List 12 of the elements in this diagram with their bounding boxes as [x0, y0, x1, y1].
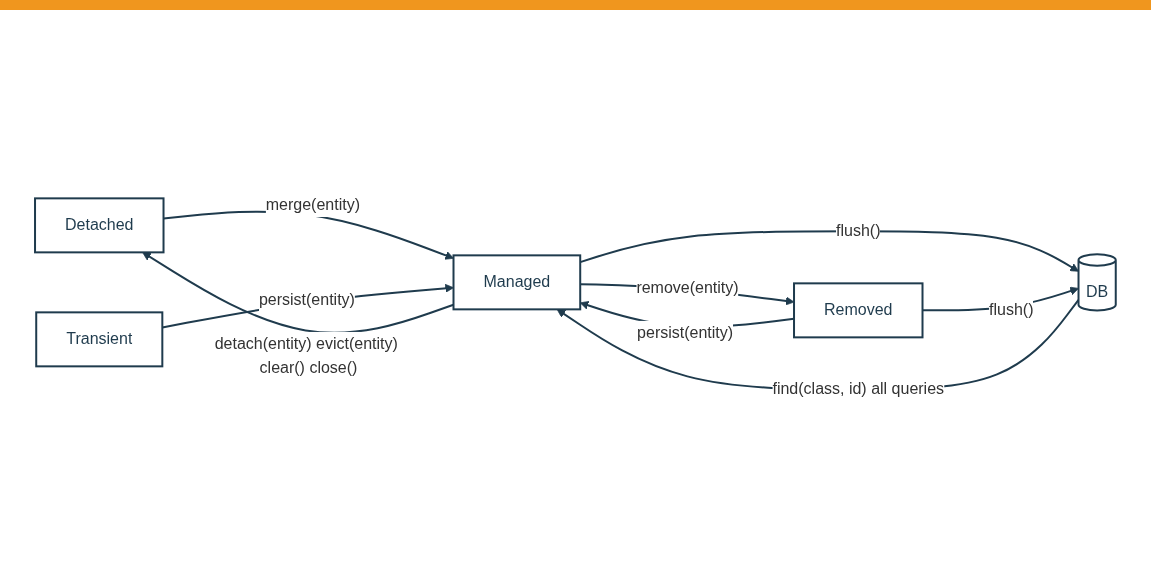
node-box: Transient [35, 311, 164, 368]
node-box: Managed [452, 254, 582, 311]
edge-label: persist(entity) [637, 324, 734, 342]
edge-label: persist(entity) [259, 291, 356, 309]
edge-label: detach(entity) evict(entity) clear() close() [214, 335, 398, 377]
node-box: Detached [34, 197, 165, 254]
edge-label: flush() [836, 222, 881, 240]
edge-label: flush() [989, 301, 1034, 319]
edge-label: find(class, id) all queries [772, 380, 945, 398]
edge-label: remove(entity) [636, 279, 739, 297]
node-box: Removed [793, 282, 924, 339]
edge-label: merge(entity) [265, 196, 361, 214]
